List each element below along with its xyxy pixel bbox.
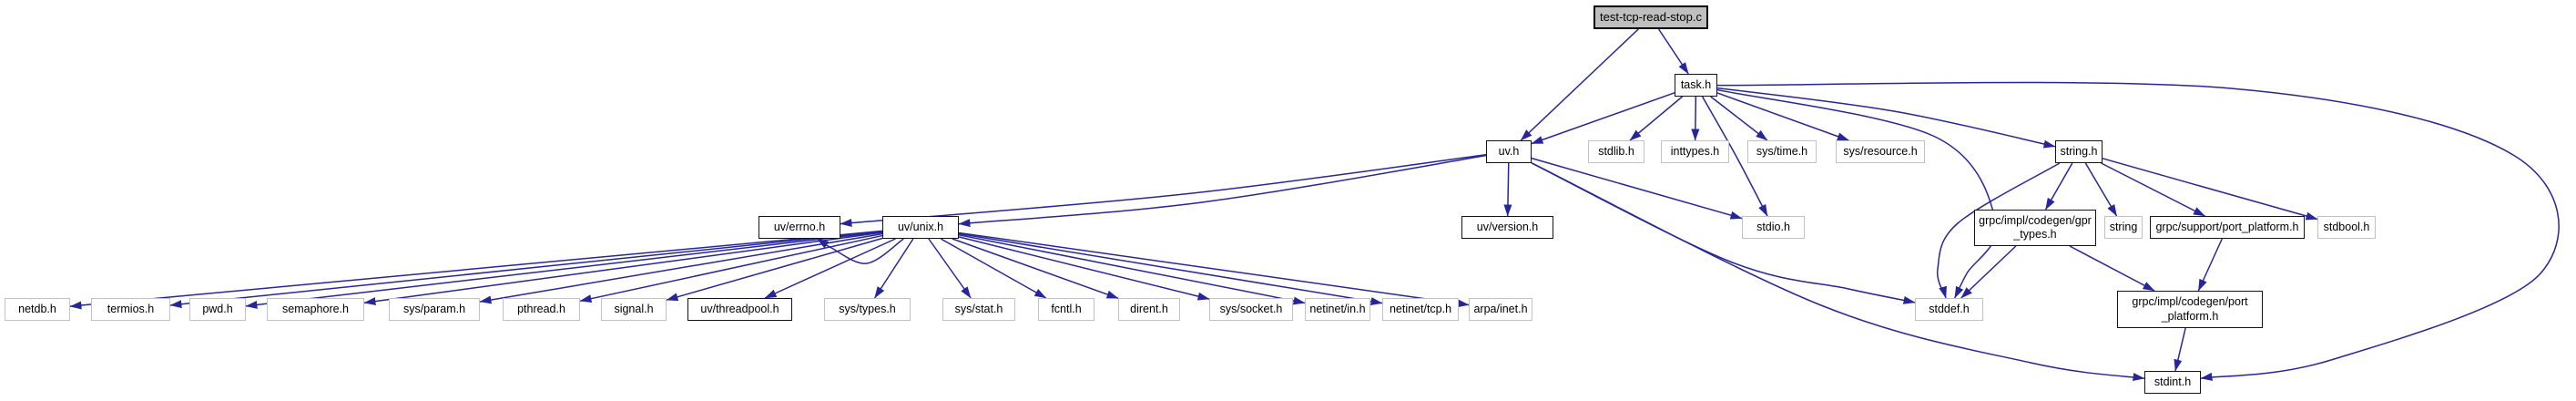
edge-uvunix-to-sysparam <box>479 232 883 304</box>
graph-node-systime: sys/time.h <box>1747 140 1817 163</box>
edge-task-to-systime <box>1710 96 1768 141</box>
graph-node-stdint[interactable]: stdint.h <box>2144 371 2201 394</box>
graph-node-stdlib: stdlib.h <box>1588 140 1644 163</box>
graph-node-inttypes: inttypes.h <box>1661 140 1729 163</box>
edge-root-to-uv <box>1520 28 1639 141</box>
edge-uv-to-stddef <box>1531 162 1916 304</box>
graph-node-uvunix[interactable]: uv/unix.h <box>882 216 959 239</box>
edge-task-to-uv <box>1531 92 1675 145</box>
edge-uvunix-to-termios <box>169 231 883 309</box>
graph-node-termios: termios.h <box>91 298 170 321</box>
edge-uvunix-to-netdb <box>69 230 883 310</box>
graph-node-pthread: pthread.h <box>503 298 580 321</box>
graph-node-netdb: netdb.h <box>5 298 70 321</box>
edge-uvunix-to-fcntl <box>940 238 1047 299</box>
graph-node-arpainet: arpa/inet.h <box>1469 298 1532 321</box>
edge-uvunix-to-systypes <box>873 238 914 299</box>
graph-node-gprtypes[interactable]: grpc/impl/codegen/gpr _types.h <box>1974 210 2096 246</box>
edge-task-to-stddef <box>1716 88 1998 299</box>
edge-uvunix-to-sysstat <box>928 238 972 299</box>
graph-node-uv[interactable]: uv.h <box>1486 140 1532 163</box>
edge-task-to-inttypes <box>1691 96 1700 141</box>
edge-uvunix-to-netinettcp <box>958 232 1383 306</box>
graph-node-stdbool: stdbool.h <box>2317 216 2376 239</box>
graph-node-string: string <box>2104 216 2143 239</box>
graph-node-task[interactable]: task.h <box>1675 74 1717 97</box>
edge-stringh-to-supportpp <box>2101 162 2205 217</box>
edge-task-to-sysresource <box>1716 92 1849 141</box>
edge-codegenpp-to-stdint <box>2174 327 2186 372</box>
edge-stringh-to-stdbool <box>2102 158 2318 221</box>
edge-uvunix-to-syssocket <box>958 236 1210 301</box>
edge-uvunix-to-semaphore <box>363 231 883 306</box>
graph-node-sysparam: sys/param.h <box>389 298 480 321</box>
edge-stringh-to-string <box>2084 162 2118 217</box>
graph-node-stdio: stdio.h <box>1742 216 1805 239</box>
edge-task-to-stdio <box>1701 96 1768 217</box>
graph-node-root[interactable]: test-tcp-read-stop.c <box>1593 5 1708 29</box>
graph-node-pwd: pwd.h <box>189 298 246 321</box>
edge-uv-to-uvversion <box>1503 162 1512 217</box>
edge-uvunix-to-arpainet <box>958 231 1470 308</box>
graph-node-netinetin: netinet/in.h <box>1305 298 1370 321</box>
edge-stringh-to-gprtypes <box>2044 162 2073 211</box>
edge-task-to-stringh <box>1716 87 2056 149</box>
graph-node-uvthreadpool[interactable]: uv/threadpool.h <box>687 298 792 321</box>
graph-node-supportpp[interactable]: grpc/support/port_platform.h <box>2150 216 2305 239</box>
edge-task-to-stdint <box>1716 81 2560 381</box>
graph-node-signal: signal.h <box>601 298 667 321</box>
graph-node-uvversion[interactable]: uv/version.h <box>1461 216 1553 239</box>
graph-node-dirent: dirent.h <box>1118 298 1180 321</box>
edge-uvunix-to-uverrno <box>817 238 904 264</box>
edge-root-to-task <box>1658 28 1689 75</box>
graph-node-codegenpp[interactable]: grpc/impl/codegen/port _platform.h <box>2117 291 2263 328</box>
edge-uv-to-uvunix <box>958 154 1487 228</box>
edge-gprtypes-to-codegenpp <box>2069 245 2155 292</box>
edge-uvunix-to-uvthreadpool <box>764 238 896 299</box>
edge-task-to-stdlib <box>1629 96 1684 141</box>
edge-uvunix-to-signal <box>666 237 883 302</box>
graph-node-syssocket: sys/socket.h <box>1209 298 1293 321</box>
edge-supportpp-to-codegenpp <box>2197 238 2223 292</box>
edge-uv-to-uverrno <box>840 154 1487 228</box>
graph-node-semaphore: semaphore.h <box>267 298 364 321</box>
graph-node-uverrno[interactable]: uv/errno.h <box>759 216 840 239</box>
edge-uvunix-to-dirent <box>952 238 1119 300</box>
graph-node-netinettcp: netinet/tcp.h <box>1382 298 1459 321</box>
graph-node-fcntl: fcntl.h <box>1038 298 1095 321</box>
graph-node-stddef: stddef.h <box>1915 298 1983 321</box>
graph-node-sysresource: sys/resource.h <box>1836 140 1925 163</box>
graph-node-sysstat: sys/stat.h <box>942 298 1015 321</box>
graph-node-systypes: sys/types.h <box>824 298 911 321</box>
edge-uvunix-to-netinetin <box>958 234 1306 305</box>
edge-uvunix-to-pthread <box>579 234 883 303</box>
edge-uv-to-stdio <box>1531 157 1743 220</box>
edge-uv-to-stdint <box>1531 162 2145 381</box>
edge-gprtypes-to-stddef <box>1960 245 2017 299</box>
edge-stringh-to-stddef <box>1936 162 2061 299</box>
graph-node-stringh[interactable]: string.h <box>2055 140 2103 163</box>
edge-uvunix-to-pwd <box>245 231 883 309</box>
